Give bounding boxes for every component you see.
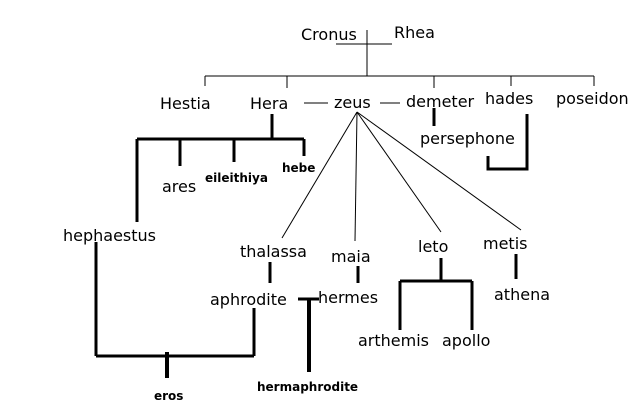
label-aphrodite: aphrodite: [210, 290, 287, 309]
label-hephaestus: hephaestus: [63, 226, 156, 245]
label-eros: eros: [154, 389, 183, 403]
label-metis: metis: [483, 234, 527, 253]
name-labels: Cronus Rhea Hestia Hera zeus demeter had…: [63, 23, 629, 403]
label-eileithiya: eileithiya: [205, 171, 268, 185]
label-hermaphrodite: hermaphrodite: [257, 380, 358, 394]
label-zeus: zeus: [334, 93, 371, 112]
label-ares: ares: [162, 177, 196, 196]
label-athena: athena: [494, 285, 550, 304]
label-cronus: Cronus: [301, 25, 357, 44]
label-demeter: demeter: [406, 92, 475, 111]
hades-bracket: [486, 114, 529, 171]
label-hermes: hermes: [318, 288, 378, 307]
label-persephone: persephone: [420, 129, 515, 148]
zeus-thalassa-line: [281, 111, 358, 239]
label-hestia: Hestia: [160, 94, 211, 113]
label-leto: leto: [418, 237, 448, 256]
zeus-leto-line: [356, 111, 442, 233]
label-rhea: Rhea: [394, 23, 435, 42]
label-hades: hades: [485, 89, 533, 108]
zeus-maia-line: [354, 111, 358, 242]
zeus-metis-line: [356, 111, 522, 231]
label-hera: Hera: [250, 94, 288, 113]
label-maia: maia: [331, 247, 371, 266]
label-arthemis: arthemis: [358, 331, 429, 350]
connector-lines: [94, 30, 595, 378]
label-poseidon: poseidon: [556, 89, 629, 108]
label-thalassa: thalassa: [240, 242, 307, 261]
label-hebe: hebe: [282, 161, 315, 175]
label-apollo: apollo: [442, 331, 490, 350]
